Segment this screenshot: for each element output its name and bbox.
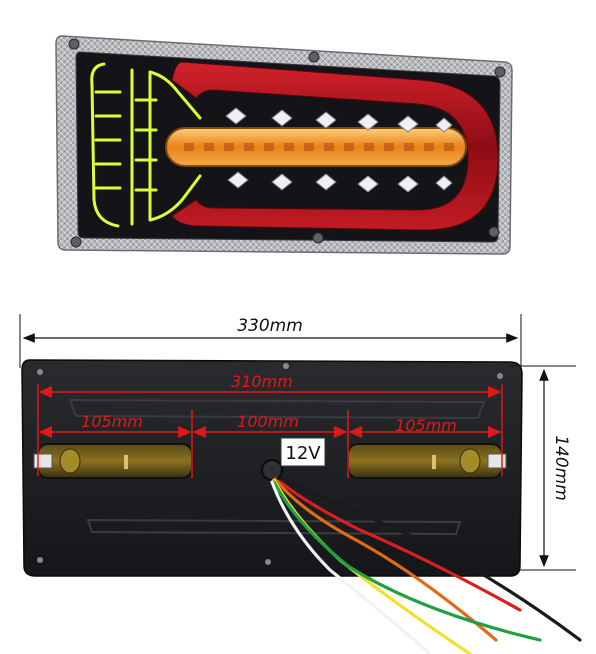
lamp-front-view <box>55 35 513 255</box>
wire <box>272 480 542 642</box>
screw <box>494 66 506 78</box>
wire <box>274 476 522 612</box>
wire-bundle <box>270 476 582 654</box>
dimension-height: 140mm <box>508 365 576 571</box>
right-section-label: 105mm <box>395 416 457 435</box>
reverse-led-row-bottom <box>227 171 453 193</box>
dimension-mount-span: 310mm <box>37 372 503 476</box>
height-label: 140mm <box>551 435 571 501</box>
left-indicator-strip <box>90 62 202 228</box>
wire <box>270 480 432 654</box>
reverse-led-row-top <box>225 107 453 133</box>
cable-grommet <box>261 459 283 481</box>
dimension-sections: 105mm 100mm 105mm <box>38 410 502 478</box>
screw <box>68 38 80 50</box>
voltage-label: 12V <box>285 443 321 464</box>
center-section-label: 100mm <box>237 412 299 431</box>
wire <box>274 478 498 642</box>
screw <box>312 232 324 244</box>
left-section-label: 105mm <box>81 412 143 431</box>
screw <box>488 226 500 238</box>
mount-span-label: 310mm <box>231 372 293 391</box>
screw <box>70 236 82 248</box>
amber-turn-signal-bar <box>165 127 467 167</box>
dimension-overall-width: 330mm <box>19 314 522 368</box>
screw <box>308 51 320 63</box>
wire <box>276 476 582 642</box>
voltage-tag: 12V <box>280 437 326 467</box>
lamp-rear-view: 12V <box>21 359 582 654</box>
overall-width-label: 330mm <box>237 316 303 336</box>
red-light-guide <box>171 61 499 231</box>
amber-led-segments <box>184 143 454 151</box>
